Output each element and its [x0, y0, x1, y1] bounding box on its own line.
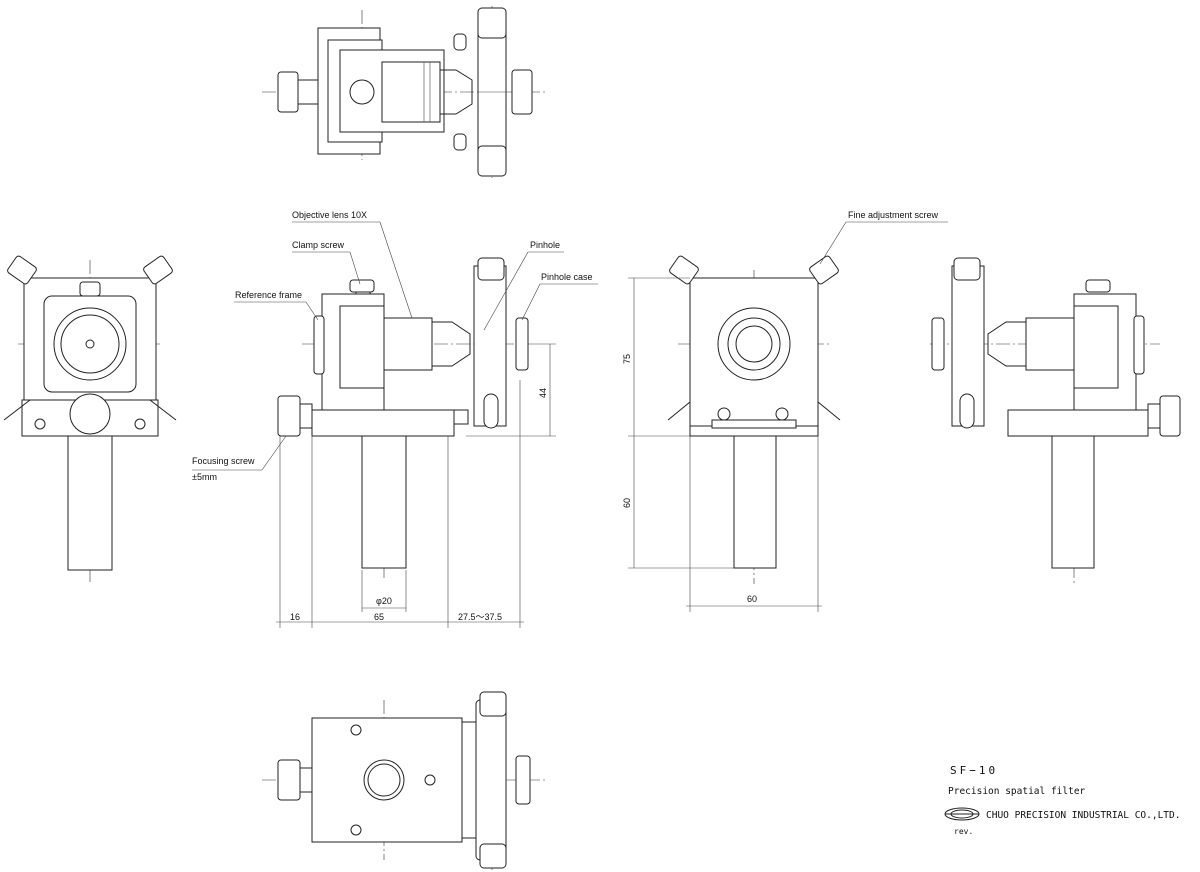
dim-27-37: 27.5～37.5 — [458, 612, 502, 622]
label-clamp-screw: Clamp screw — [292, 240, 345, 250]
dim-75: 75 — [622, 354, 632, 364]
dim-16: 16 — [290, 612, 300, 622]
model-number: SF−10 — [950, 764, 998, 777]
dim-60-horizontal: 60 — [747, 594, 757, 604]
label-focusing-screw: Focusing screw — [192, 456, 255, 466]
top-view — [262, 6, 545, 178]
bottom-view — [262, 691, 545, 870]
dim-60-vertical: 60 — [622, 498, 632, 508]
revision-label: rev. — [954, 827, 973, 836]
label-pinhole: Pinhole — [530, 240, 560, 250]
label-pinhole-case: Pinhole case — [541, 272, 593, 282]
dim-44: 44 — [538, 388, 548, 398]
front-view-left — [3, 255, 177, 585]
side-view-right — [930, 257, 1181, 584]
dim-phi20: φ20 — [376, 596, 392, 606]
dim-65: 65 — [374, 612, 384, 622]
side-view-center — [276, 257, 556, 628]
rear-view — [628, 255, 841, 612]
company-logo — [944, 807, 980, 821]
label-objective-lens: Objective lens 10X — [292, 210, 367, 220]
product-description: Precision spatial filter — [948, 786, 1086, 797]
label-focusing-range: ±5mm — [192, 472, 217, 482]
label-reference-frame: Reference frame — [235, 290, 302, 300]
company-name: CHUO PRECISION INDUSTRIAL CO.,LTD. — [986, 810, 1180, 821]
label-fine-adjustment-screw: Fine adjustment screw — [848, 210, 939, 220]
title-block: SF−10 Precision spatial filter CHUO PREC… — [944, 764, 1180, 836]
leader-lines — [192, 221, 948, 471]
